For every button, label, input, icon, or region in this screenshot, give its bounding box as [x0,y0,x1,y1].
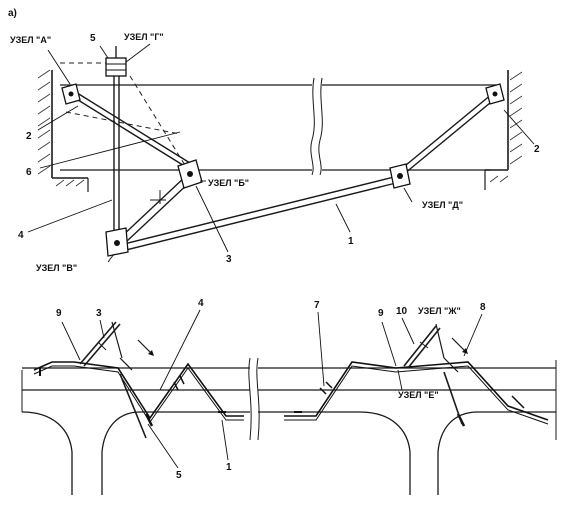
node-e-label: УЗЕЛ "Е" [398,390,439,400]
top-view: УЗЕЛ "А" УЗЕЛ "Г" УЗЕЛ "Б" УЗЕЛ "В" УЗЕЛ… [10,32,540,273]
callout-4-top: 4 [18,230,24,241]
left-wall [37,69,89,192]
jack-right [403,323,463,425]
node-g-bracket [105,46,127,77]
callout-1-bottom: 1 [226,462,232,473]
rod-2-right [399,93,497,175]
node-a-label: УЗЕЛ "А" [10,35,51,45]
bottom-view: 9 3 4 5 1 7 9 10 8 УЗЕЛ "Ж" УЗЕЛ "Е" [21,298,557,495]
node-right-anchor [485,83,505,105]
bottom-leaders [61,309,483,469]
figure-label: а) [8,8,17,19]
callout-9-left: 9 [56,308,62,319]
top-leaders [27,43,535,263]
span-right [258,360,557,495]
node-b-bracket [177,159,203,189]
callout-10: 10 [396,306,408,317]
rod-1 [123,175,401,251]
jack-left [79,321,147,439]
callout-4-bottom: 4 [198,298,204,309]
callout-2-top-right: 2 [534,144,540,155]
dashed-outline [60,62,189,171]
span-left [21,367,250,495]
node-b-label: УЗЕЛ "Б" [208,178,249,188]
callout-5-top: 5 [90,33,96,44]
rod-3 [119,175,193,243]
beam [60,77,500,176]
node-v-label: УЗЕЛ "В" [36,263,77,273]
break-marks [248,357,260,441]
motion-arrow-left [137,339,154,356]
node-a-bracket [61,83,81,105]
callout-7: 7 [314,300,320,311]
callout-8: 8 [480,302,486,313]
callout-9-right: 9 [378,308,384,319]
callout-6: 6 [26,167,32,178]
cable-right [284,361,549,427]
node-d-bracket [389,163,411,189]
rod-2-left [69,90,191,168]
callout-3-top: 3 [226,254,232,265]
node-g-label: УЗЕЛ "Г" [124,32,164,42]
node-zh-label: УЗЕЛ "Ж" [418,306,461,316]
callout-1-top: 1 [348,236,354,247]
callout-2-top-left: 2 [26,131,32,142]
rod-4 [113,74,120,238]
cable-left [33,361,244,427]
right-wall [484,70,523,190]
node-d-label: УЗЕЛ "Д" [422,200,463,210]
callout-5-bottom: 5 [176,470,182,481]
node-v-bracket [105,227,129,257]
callout-3-bottom: 3 [96,308,102,319]
